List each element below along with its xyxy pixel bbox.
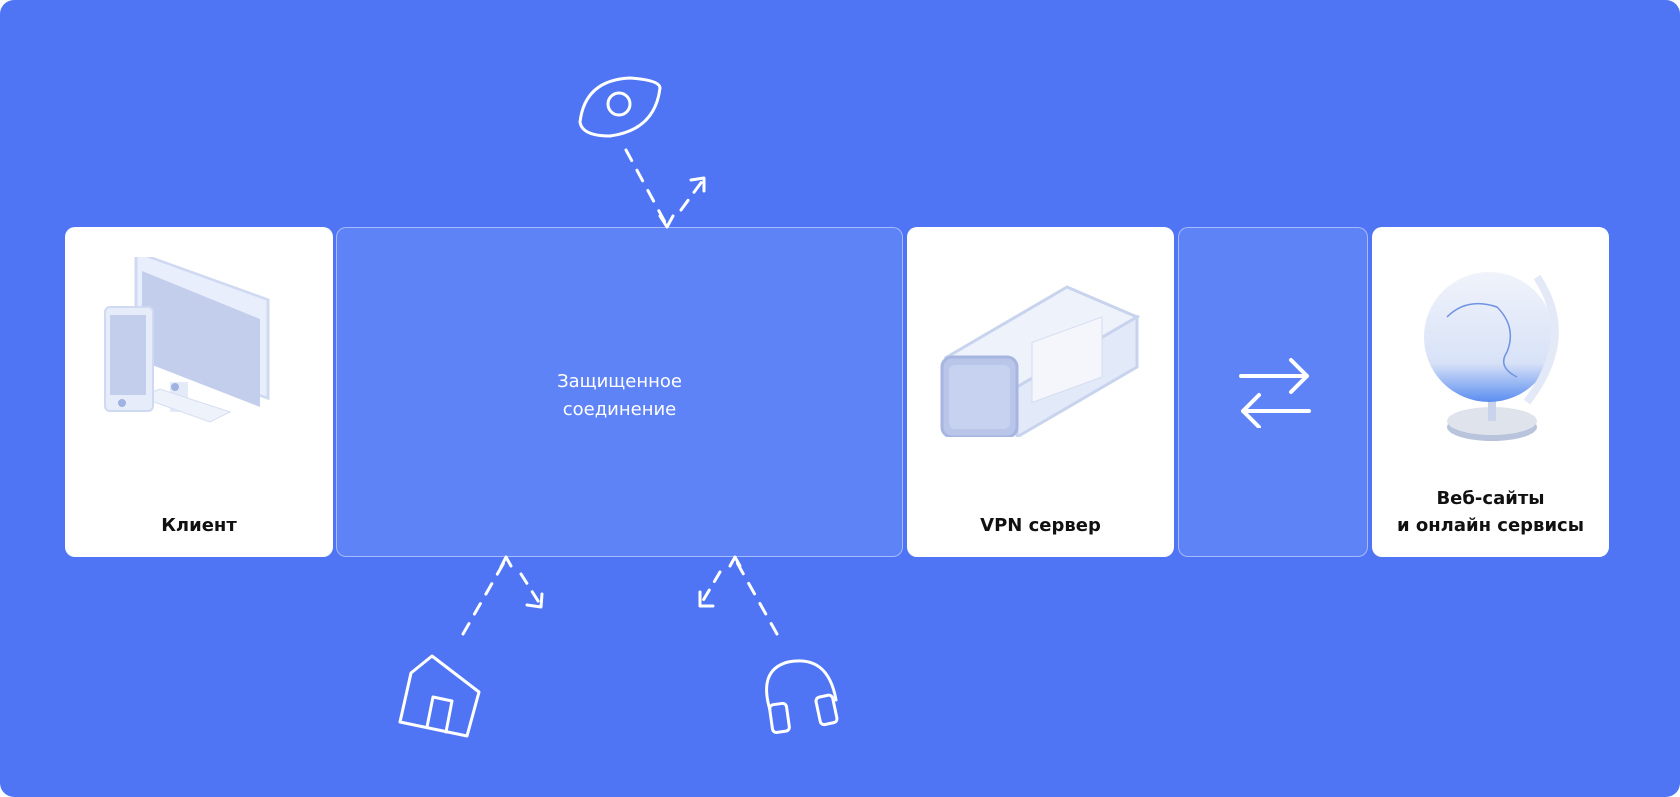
secure-connection-label-1: Защищенное — [557, 371, 682, 392]
globe-illustration — [1424, 272, 1559, 441]
vpn-server-card: VPN сервер — [907, 227, 1174, 557]
websites-label-1: Веб-сайты — [1436, 488, 1545, 509]
websites-card: Веб-сайты и онлайн сервисы — [1372, 227, 1609, 557]
server-illustration — [940, 285, 1141, 437]
vpn-server-label: VPN сервер — [980, 515, 1101, 536]
eye-dashed-arrow-in — [624, 148, 675, 229]
computer-and-phone-illustration — [104, 257, 270, 423]
headphones-dashed-arrow — [698, 555, 779, 636]
secure-connection-card: Защищенное соединение — [336, 227, 903, 557]
exchange-card — [1178, 227, 1368, 557]
client-label: Клиент — [161, 515, 237, 536]
home-dashed-arrow — [461, 555, 544, 636]
eye-dashed-arrow-out — [679, 176, 706, 212]
secure-connection-label-2: соединение — [562, 399, 677, 420]
eye-icon — [578, 76, 662, 138]
websites-label-2: и онлайн сервисы — [1396, 515, 1585, 536]
headphones-icon — [765, 659, 839, 734]
exchange-arrows-icon — [1239, 358, 1311, 428]
home-icon — [398, 654, 481, 738]
client-card: Клиент — [65, 227, 333, 557]
